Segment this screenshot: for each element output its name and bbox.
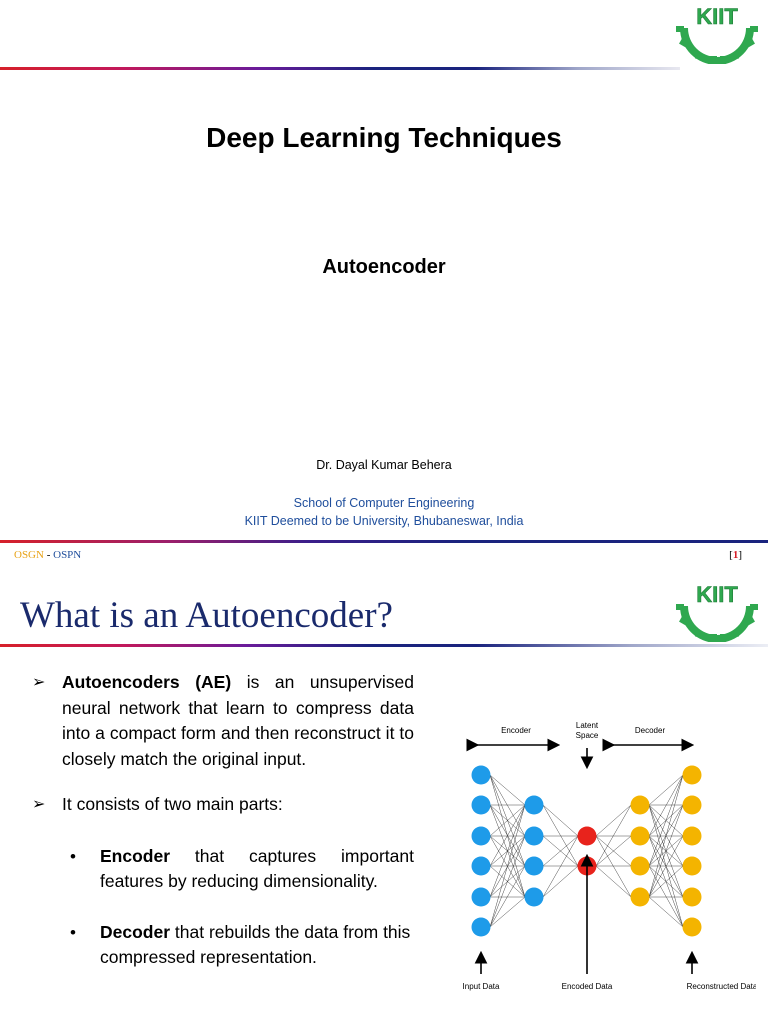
content-slide: OSGN - OSPN [1] What is an Autoencoder? … xyxy=(0,544,768,1024)
autoencoder-diagram: Encoder Latent Space Decoder Input Data … xyxy=(463,721,756,991)
sub-bullet-encoder: • Encoder that captures important featur… xyxy=(32,844,414,895)
decoder-description: that rebuilds the data from this compres… xyxy=(100,921,411,968)
definition-text: is an unsupervised neural network that l… xyxy=(62,672,414,769)
network-edges xyxy=(489,774,684,928)
network-edge xyxy=(489,865,526,928)
output-node xyxy=(682,917,702,937)
encoder-hidden-node xyxy=(524,856,544,876)
input-node xyxy=(471,887,491,907)
dot-bullet-icon: • xyxy=(70,846,76,866)
footer-left: OSGN - OSPN xyxy=(14,549,81,561)
presentation-subtitle: Autoencoder xyxy=(322,256,446,278)
encoder-description: that captures important features by redu… xyxy=(100,845,414,892)
decoder-label: Decoder xyxy=(635,726,666,735)
logo-text: KIIT xyxy=(696,4,738,29)
output-node xyxy=(682,795,702,815)
latent-label-line1: Latent xyxy=(576,721,599,730)
network-edge xyxy=(542,865,579,898)
decoder-hidden-node xyxy=(630,856,650,876)
encoder-hidden-node xyxy=(524,887,544,907)
school-name: School of Computer Engineering xyxy=(293,496,475,510)
input-node xyxy=(471,856,491,876)
kiit-logo-icon: KIIT xyxy=(676,582,758,642)
network-edge xyxy=(542,835,579,867)
output-node xyxy=(682,856,702,876)
network-edge xyxy=(595,865,632,898)
network-edge xyxy=(648,774,684,867)
decoder-hidden-node xyxy=(630,795,650,815)
bullet-autoencoder-definition: ➢ Autoencoders (AE) is an unsupervised n… xyxy=(32,670,414,772)
network-edge xyxy=(595,835,632,898)
network-edge xyxy=(648,804,684,898)
bullet-content: ➢ Autoencoders (AE) is an unsupervised n… xyxy=(32,670,414,971)
network-edge xyxy=(648,774,684,837)
network-edge xyxy=(648,835,684,898)
presentation-title: Deep Learning Techniques xyxy=(206,122,562,153)
input-node xyxy=(471,826,491,846)
term-autoencoders: Autoencoders (AE) xyxy=(62,672,232,692)
reconstructed-data-label: Reconstructed Data xyxy=(687,982,756,991)
latent-node xyxy=(577,826,597,846)
sub-bullet-decoder: • Decoder that rebuilds the data from th… xyxy=(32,920,414,971)
kiit-logo-icon: KIIT xyxy=(676,4,758,64)
page-number: [1] xyxy=(729,549,742,561)
title-slide: KIIT Deep Learning Techniques Autoencode… xyxy=(0,3,768,543)
network-edge xyxy=(489,804,526,837)
network-edge xyxy=(489,774,526,837)
input-node xyxy=(471,795,491,815)
footer-separator: - xyxy=(43,549,54,561)
network-edge xyxy=(595,804,632,867)
network-edge xyxy=(489,804,526,928)
university-name: KIIT Deemed to be University, Bhubaneswa… xyxy=(244,514,524,528)
author-name: Dr. Dayal Kumar Behera xyxy=(316,458,452,472)
latent-label-line2: Space xyxy=(576,731,599,740)
encoder-hidden-node xyxy=(524,826,544,846)
term-decoder: Decoder xyxy=(100,921,171,942)
encoder-label: Encoder xyxy=(501,726,531,735)
output-node xyxy=(682,765,702,785)
input-node xyxy=(471,765,491,785)
network-edge xyxy=(648,774,684,806)
network-edge xyxy=(542,804,579,867)
arrow-bullet-icon: ➢ xyxy=(32,796,46,813)
output-node xyxy=(682,887,702,907)
network-edge xyxy=(648,896,684,928)
slide-title: What is an Autoencoder? xyxy=(20,595,393,636)
network-edge xyxy=(648,865,684,928)
footer-divider xyxy=(0,540,768,543)
network-edge xyxy=(489,804,526,867)
title-divider xyxy=(0,644,768,647)
encoder-hidden-node xyxy=(524,795,544,815)
decoder-hidden-node xyxy=(630,826,650,846)
network-edge xyxy=(648,774,684,898)
network-edge xyxy=(489,835,526,928)
affiliation: School of Computer Engineering KIIT Deem… xyxy=(0,494,768,530)
encoded-data-label: Encoded Data xyxy=(562,982,613,991)
network-edge xyxy=(489,896,526,928)
term-encoder: Encoder xyxy=(100,845,171,866)
network-edge xyxy=(648,865,684,898)
footer-org-2: OSPN xyxy=(53,549,82,561)
dot-bullet-icon: • xyxy=(70,922,76,942)
network-edge xyxy=(595,804,632,837)
bullet-main-parts: ➢ It consists of two main parts: xyxy=(32,792,414,818)
header-divider xyxy=(0,67,680,70)
input-node xyxy=(471,917,491,937)
input-data-label: Input Data xyxy=(463,982,500,991)
network-edge xyxy=(542,835,579,898)
decoder-hidden-node xyxy=(630,887,650,907)
logo-text: KIIT xyxy=(696,582,738,607)
arrow-bullet-icon: ➢ xyxy=(32,674,46,691)
footer-org-1: OSGN xyxy=(14,549,44,561)
network-edge xyxy=(595,835,632,867)
network-edge xyxy=(489,804,526,898)
output-node xyxy=(682,826,702,846)
main-parts-text: It consists of two main parts: xyxy=(62,794,283,814)
network-edge xyxy=(489,774,526,806)
network-edge xyxy=(542,804,579,837)
